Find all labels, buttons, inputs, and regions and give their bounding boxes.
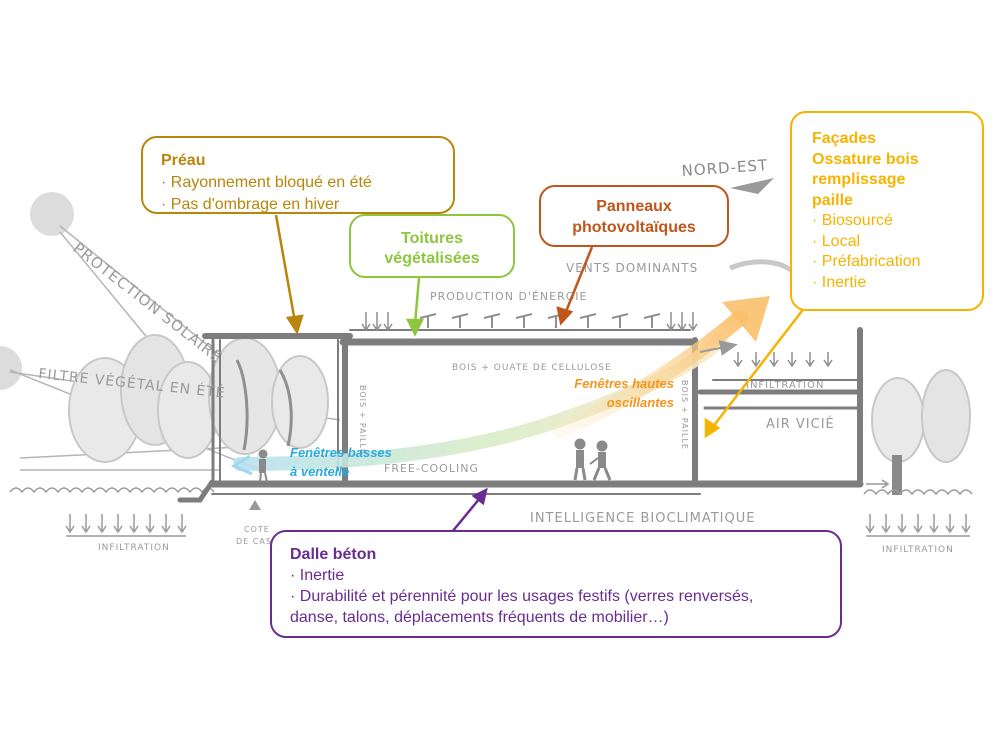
people (258, 438, 612, 483)
callout-dalle: Dalle béton · Inertie · Durabilité et pé… (270, 530, 842, 638)
right-tree-trunk (892, 455, 902, 495)
roof-infiltration-arrows (361, 312, 833, 368)
facades-title-line: paille (812, 191, 853, 209)
grass-left (9, 487, 215, 494)
label-intelligence: INTELLIGENCE BIOCLIMATIQUE (530, 511, 755, 526)
facades-item: · Inertie (812, 273, 867, 291)
exhaust-arrow (699, 340, 738, 356)
label-bois-paille-right: BOIS + PAILLE (680, 380, 689, 450)
panneaux-title-line2: photovoltaïques (572, 219, 696, 236)
label-air-vicie: AIR VICIÉ (766, 416, 835, 432)
label-bois-paille-left: BOIS + PAILLE (358, 385, 367, 455)
label-free-cooling: FREE-COOLING (384, 462, 479, 475)
callout-facades: Façades Ossature bois remplissage paille… (790, 111, 984, 311)
label-vents-dominants: VENTS DOMINANTS (566, 261, 698, 275)
fenetres-hautes-line1: Fenêtres hautes (574, 376, 674, 391)
label-production-energie: PRODUCTION D'ÉNERGIE (430, 290, 587, 303)
dalle-item: · Inertie (290, 567, 345, 584)
cote-marker (249, 500, 261, 510)
right-trees (871, 369, 971, 463)
cool-air-arrow-head (230, 454, 253, 476)
leader-toitures (405, 277, 425, 337)
panneaux-title-line1: Panneaux (596, 198, 672, 215)
building-structure (177, 327, 864, 503)
callout-toitures: Toitures végétalisées (349, 214, 515, 278)
left-tree-strokes (235, 359, 293, 451)
facades-title-line: Ossature bois (812, 150, 919, 168)
note-fenetres-hautes: Fenêtres hautes oscillantes (528, 374, 674, 412)
preau-title: Préau (161, 152, 206, 169)
hot-air-arrow-head (722, 296, 770, 342)
note-fenetres-basses: Fenêtres basses à ventelle (290, 443, 392, 481)
toitures-title-line2: végétalisées (384, 250, 480, 267)
dalle-item: danse, talons, déplacements fréquents de… (290, 609, 669, 626)
hot-air-arrow (552, 310, 748, 438)
dalle-title: Dalle béton (290, 546, 377, 563)
right-ground-arrow (866, 479, 890, 489)
toitures-title-line1: Toitures (401, 230, 463, 247)
facades-item: · Préfabrication (812, 253, 921, 270)
fenetres-hautes-line2: oscillantes (606, 395, 674, 410)
facades-title-line: Façades (812, 130, 877, 147)
facades-item: · Biosourcé (812, 212, 893, 229)
nord-est-arrow (730, 178, 774, 194)
fenetres-basses-line2: à ventelle (290, 464, 350, 479)
preau-item: · Pas d'ombrage en hiver (161, 196, 340, 213)
label-infiltration-roof: INFILTRATION (746, 380, 824, 391)
label-cote: COTE (244, 525, 270, 534)
callout-preau: Préau · Rayonnement bloqué en été · Pas … (141, 136, 455, 214)
fenetres-basses-line1: Fenêtres basses (290, 445, 392, 460)
leader-facades (704, 306, 806, 439)
leader-panneaux (556, 246, 594, 326)
solar-panel-row (419, 313, 661, 328)
label-de-case: DE CAS (236, 537, 272, 546)
ground-infiltration-arrows (65, 514, 971, 537)
preau-item: · Rayonnement bloqué en été (161, 174, 372, 191)
facades-title-line: remplissage (812, 171, 906, 188)
leader-preau (274, 214, 304, 335)
sun-summer (30, 192, 74, 236)
callout-panneaux: Panneaux photovoltaïques (539, 185, 729, 247)
dalle-item: · Durabilité et pérennité pour les usage… (290, 588, 754, 605)
label-infiltration-left: INFILTRATION (98, 543, 170, 553)
label-nord-est: NORD-EST (681, 156, 769, 180)
leader-dalle (451, 487, 488, 533)
facades-item: · Local (812, 232, 861, 250)
grass-right (863, 489, 973, 496)
sun-winter (0, 346, 22, 390)
label-bois-ouate: BOIS + OUATE DE CELLULOSE (452, 363, 612, 373)
label-infiltration-right: INFILTRATION (882, 545, 954, 555)
